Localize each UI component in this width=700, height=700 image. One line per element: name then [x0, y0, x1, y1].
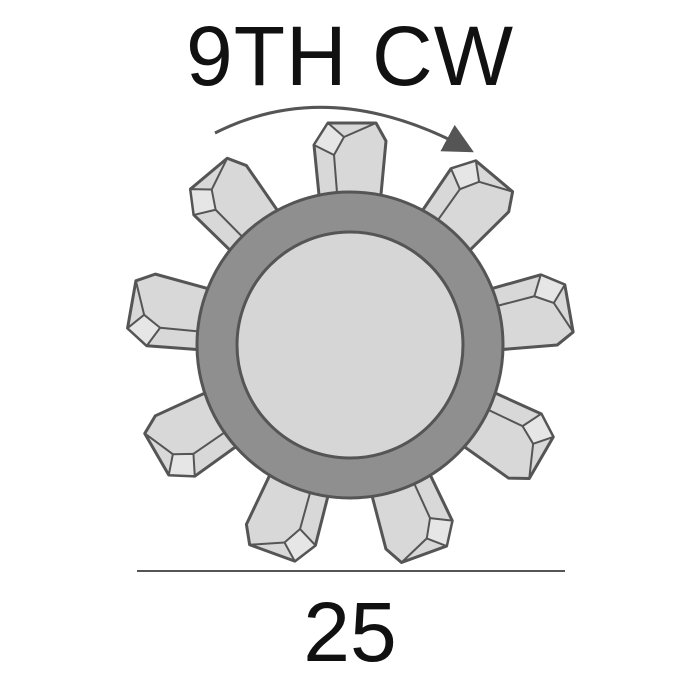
gear-tooth [481, 273, 575, 352]
clockwise-arrow-icon [214, 105, 474, 153]
step-number: 25 [303, 585, 397, 679]
step-title: 9TH CW [186, 9, 514, 103]
divider-line [137, 570, 565, 572]
gear-teeth [126, 121, 575, 565]
gear-hub [235, 230, 465, 460]
